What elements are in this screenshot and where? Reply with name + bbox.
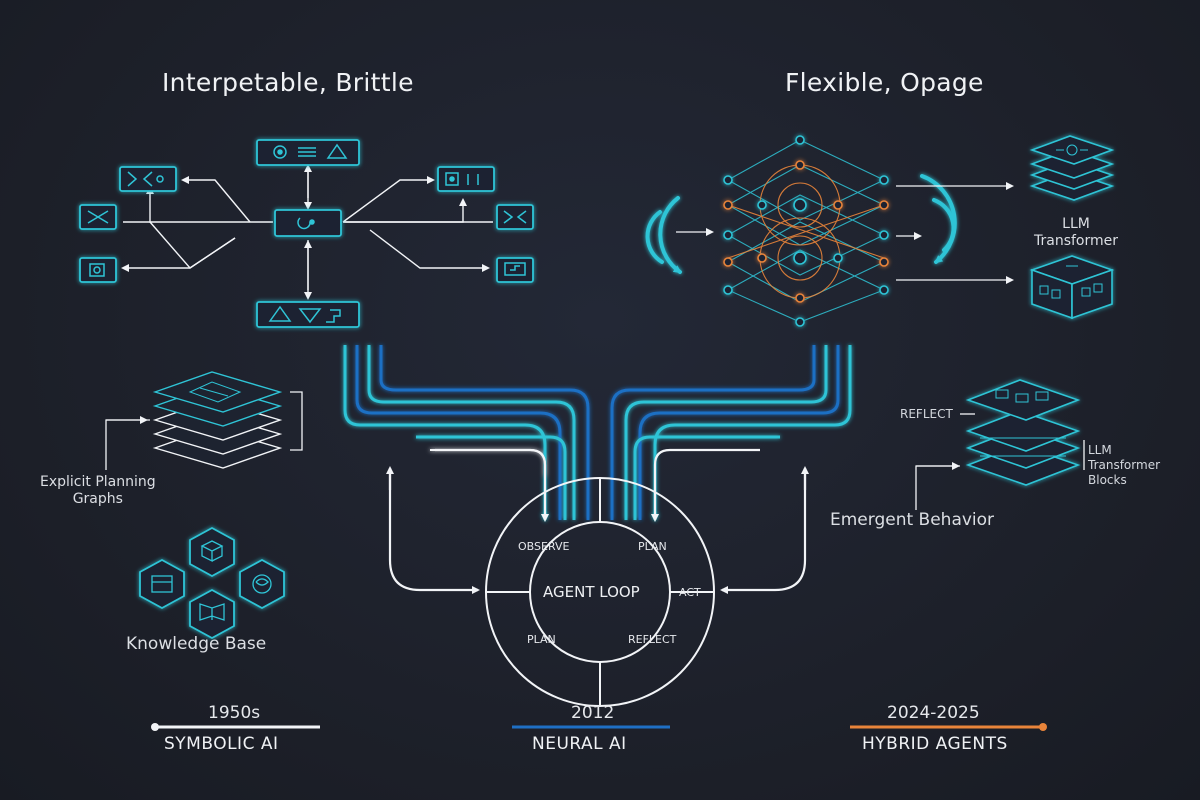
swirl-arcs xyxy=(645,174,957,274)
llm-transformer-label: LLM Transformer xyxy=(1034,216,1119,249)
transformer-blocks-label: LLM Transformer Blocks xyxy=(1088,443,1161,487)
planning-stack-detail xyxy=(188,381,242,403)
left-panel-heading: Interpetable, Brittle xyxy=(162,68,414,97)
loop-observe-label: OBSERVE xyxy=(518,540,570,553)
node-left-1 xyxy=(119,166,177,192)
neural-nodes xyxy=(723,135,889,327)
node-bottom xyxy=(256,301,360,328)
transformer-stack-detail xyxy=(1056,144,1088,156)
symbolic-graph xyxy=(121,164,493,300)
planning-brackets xyxy=(105,391,303,470)
blocks-stack xyxy=(965,379,1081,486)
agent-loop-title: AGENT LOOP xyxy=(543,583,640,601)
kb-hex-left xyxy=(139,558,185,610)
transformer-cube xyxy=(1029,255,1115,320)
node-left-3 xyxy=(79,257,117,283)
transformer-stack xyxy=(1029,135,1115,201)
blocks-detail xyxy=(980,389,1066,457)
planning-graph-stack xyxy=(152,371,283,469)
cube-detail xyxy=(1039,265,1103,299)
knowledge-base-label: Knowledge Base xyxy=(126,634,267,654)
timeline-year-1950s: 1950s xyxy=(208,703,261,723)
timeline xyxy=(151,723,1047,731)
planning-graphs-label: Explicit Planning Graphs xyxy=(40,474,156,507)
flow-lines-left xyxy=(343,345,590,522)
knowledge-base-icons xyxy=(139,526,285,640)
timeline-label-neural-ai: NEURAL AI xyxy=(532,734,627,754)
loop-plan-bottom-label: PLAN xyxy=(527,633,556,646)
reflect-side-label: REFLECT xyxy=(900,407,953,421)
kb-hex-right xyxy=(239,558,285,610)
right-panel-heading: Flexible, Opage xyxy=(785,68,984,97)
timeline-label-symbolic-ai: SYMBOLIC AI xyxy=(164,734,279,754)
flow-lines-right xyxy=(610,345,852,522)
kb-glyphs xyxy=(151,540,272,621)
neural-network xyxy=(726,139,886,323)
node-center xyxy=(274,209,342,237)
flow-lines-white xyxy=(386,448,809,594)
blocks-connectors xyxy=(915,413,1085,510)
loop-act-label: ACT xyxy=(679,586,701,599)
timeline-year-2024-2025: 2024-2025 xyxy=(887,703,980,723)
node-right-2 xyxy=(496,204,534,230)
timeline-year-2012: 2012 xyxy=(571,703,615,723)
symbolic-node-glyphs xyxy=(87,143,527,324)
agent-loop-diagram xyxy=(485,477,715,707)
net-io-arrows xyxy=(676,182,1014,284)
timeline-label-hybrid-agents: HYBRID AGENTS xyxy=(862,734,1008,754)
symbolic-nodes xyxy=(79,139,534,328)
loop-plan-top-label: PLAN xyxy=(638,540,667,553)
loop-reflect-label: REFLECT xyxy=(628,633,677,646)
emergent-behavior-label: Emergent Behavior xyxy=(830,510,995,530)
